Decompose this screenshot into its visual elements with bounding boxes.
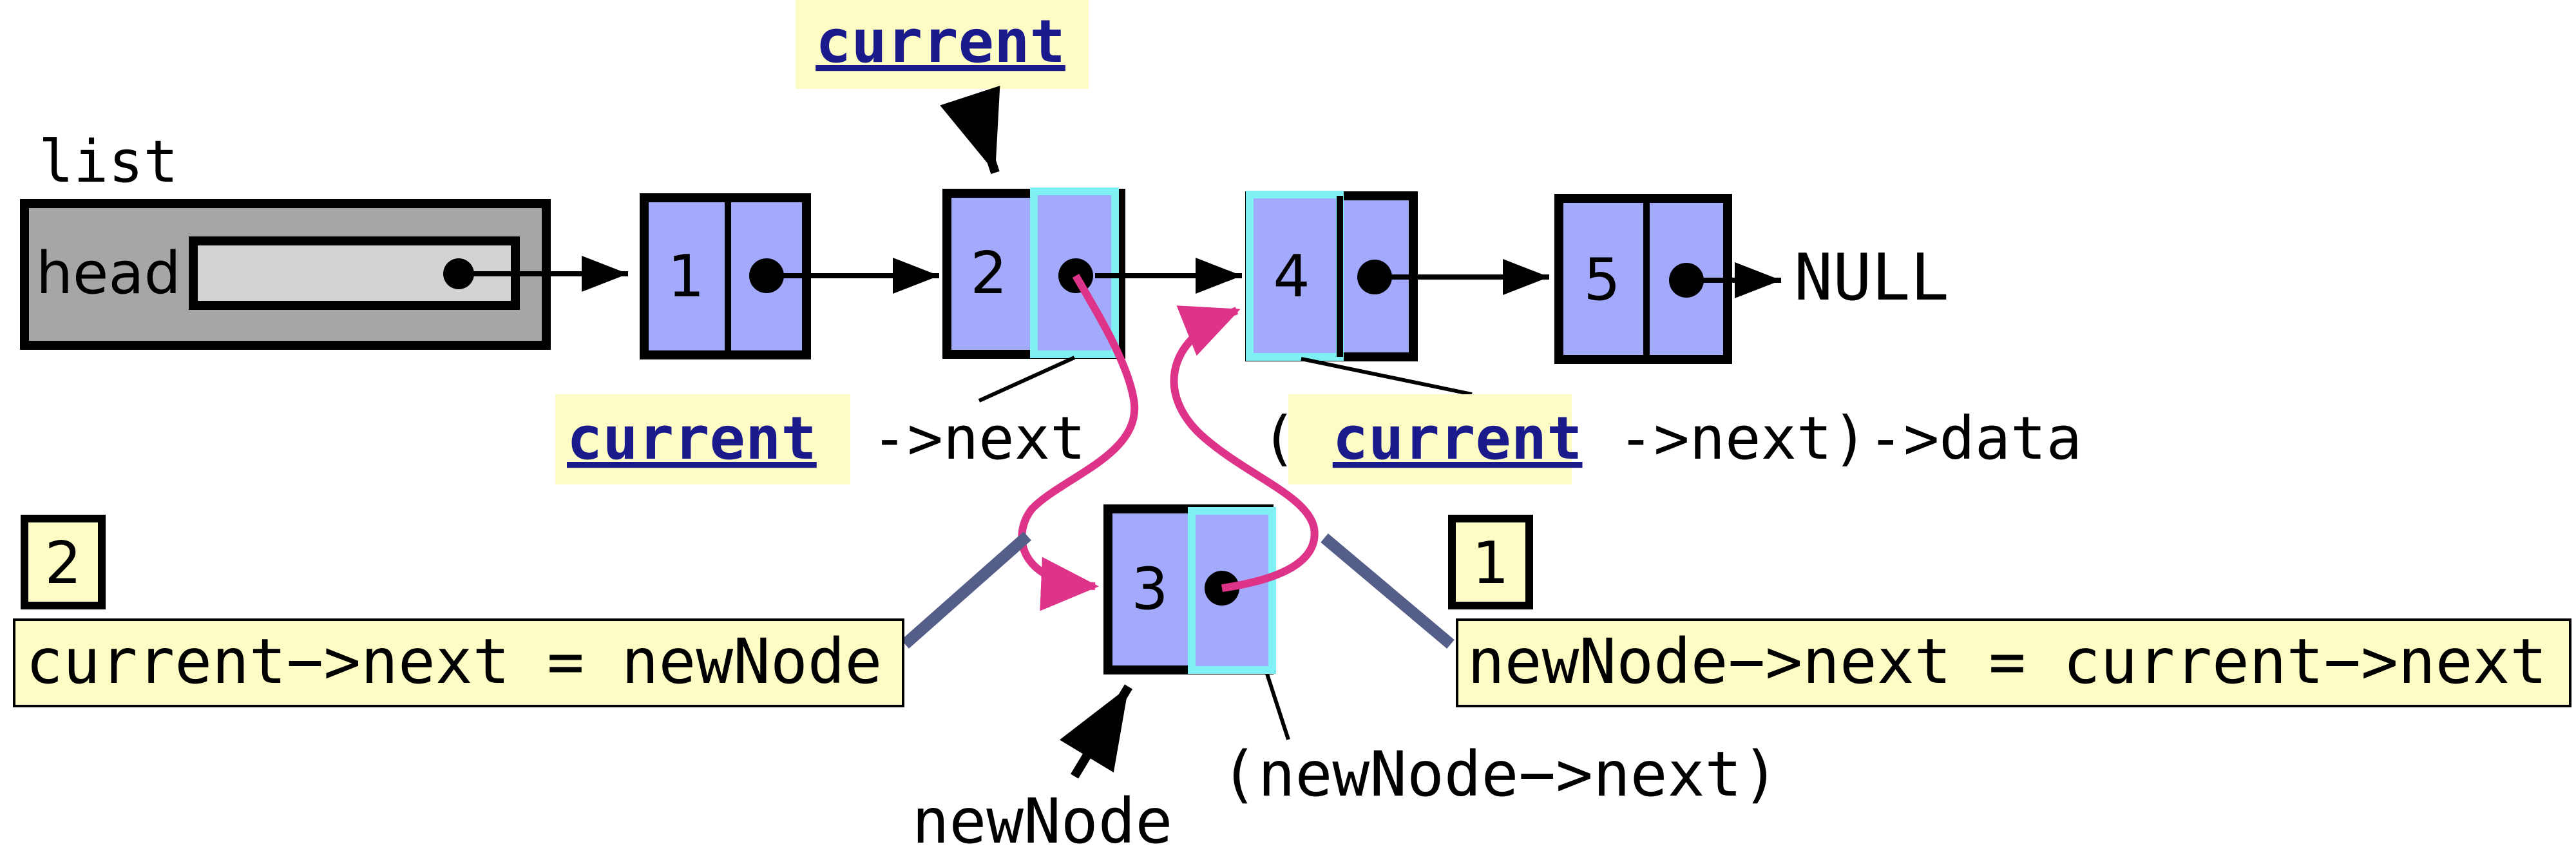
newnode-pointer-arrow: [1059, 684, 1132, 779]
step2-number: 2: [44, 530, 81, 597]
step2-code-box: [13, 618, 904, 707]
current-next-rest: ->next: [872, 404, 1085, 473]
current-next-leader-line: [978, 356, 1076, 403]
current-pointer-label: current: [816, 7, 1065, 76]
node-3-data: 3: [1131, 555, 1168, 623]
data-current-word: current: [1333, 404, 1583, 473]
list-label: list: [39, 128, 178, 196]
node-4-data: 4: [1273, 243, 1310, 311]
step1-code-box: [1456, 618, 2571, 707]
null-label: NULL: [1794, 240, 1949, 315]
node-4-data-field-highlight: [1246, 191, 1344, 361]
newnode-next-label: (newNode−>next): [1221, 738, 1779, 810]
current-next-label-bg: [555, 394, 850, 484]
step1-number: 1: [1472, 530, 1509, 597]
data-label: ( current ->next)->data: [1261, 404, 2082, 473]
node-5-data: 5: [1583, 246, 1620, 314]
node-2-data: 2: [970, 240, 1007, 307]
step1-badge: [1448, 515, 1533, 609]
current-label-bg: [796, 0, 1089, 89]
data-open-paren: (: [1261, 404, 1297, 473]
current-next-label: current ->next: [567, 404, 1085, 473]
step2-badge: [21, 515, 106, 609]
newnode-next-leader-line: [1264, 669, 1290, 740]
data-leader-line: [1301, 357, 1473, 396]
step1-code: newNode−>next = current−>next: [1467, 626, 2547, 698]
current-next-word: current: [567, 404, 817, 473]
newnode-label: newNode: [912, 785, 1173, 851]
current-pointer-arrow: [940, 86, 1000, 175]
data-label-bg: [1288, 394, 1572, 484]
step1-connector: [1321, 533, 1455, 649]
pink-arrow-step1: [1170, 305, 1319, 592]
node-4: 4: [1245, 191, 1418, 361]
node-3-new: 3: [1103, 504, 1276, 674]
node-2: 2: [942, 187, 1125, 359]
pink-arrow-step2: [1018, 274, 1139, 611]
head-field-label: head: [36, 240, 181, 307]
step2-code: current−>next = newNode: [26, 626, 882, 698]
node-1-data: 1: [667, 243, 704, 311]
step2-connector: [901, 531, 1031, 649]
data-rest: ->next)->data: [1618, 404, 2082, 473]
